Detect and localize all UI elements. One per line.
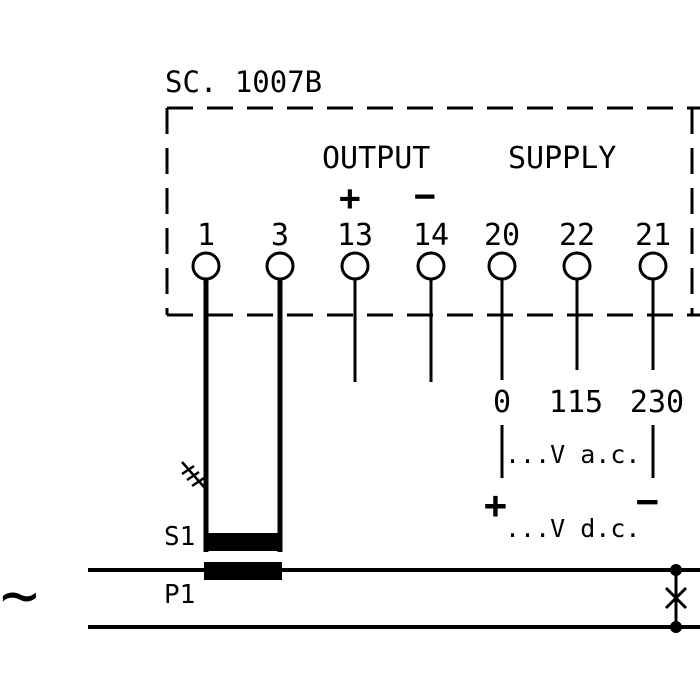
supply-voltage-230: 230: [630, 385, 684, 420]
terminal-number-20: 20: [484, 218, 520, 253]
dc-plus-sign: +: [484, 483, 507, 527]
terminal-number-22: 22: [559, 218, 595, 253]
output-minus-sign: −: [414, 176, 436, 217]
terminal-circle-20: [487, 251, 517, 281]
supply-label: SUPPLY: [508, 141, 616, 176]
terminal-circle-13: [340, 251, 370, 281]
output-label: OUTPUT: [322, 141, 430, 176]
dc-minus-sign: −: [636, 479, 659, 523]
supply-voltage-0: 0: [493, 385, 511, 420]
supply-voltage-115: 115: [549, 385, 603, 420]
terminal-number-13: 13: [337, 218, 373, 253]
terminal-number-14: 14: [413, 218, 449, 253]
terminal-number-21: 21: [635, 218, 671, 253]
terminal-circle-1: [191, 251, 221, 281]
load-connection-icon: [664, 564, 688, 633]
earth-marker-icon: [181, 461, 205, 488]
supply-mode-ac: ...V a.c.: [505, 440, 640, 469]
terminal-circle-3: [265, 251, 295, 281]
ct-label-s1: S1: [164, 522, 195, 552]
model-title: SC. 1007B: [165, 65, 322, 99]
terminal-circle-14: [416, 251, 446, 281]
supply-mode-dc: ...V d.c.: [505, 514, 640, 543]
terminal-number-1: 1: [197, 218, 215, 253]
ac-source-icon: ∼: [0, 559, 39, 633]
terminal-circle-22: [562, 251, 592, 281]
ct-label-p1: P1: [164, 580, 195, 610]
output-plus-sign: +: [339, 178, 361, 219]
terminal-circle-21: [638, 251, 668, 281]
terminal-number-3: 3: [271, 218, 289, 253]
ct-secondary-core: [204, 533, 282, 551]
